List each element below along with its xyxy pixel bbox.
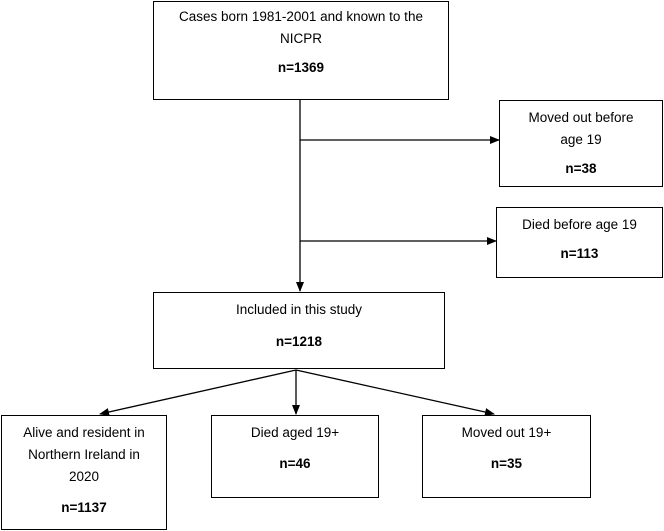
box-moved-out-19-plus: Moved out 19+ n=35 <box>422 415 591 498</box>
box-moved-out-before-19-line1: Moved out before <box>528 110 634 125</box>
box-moved-out-before-19-line2: age 19 <box>560 132 602 147</box>
box-alive-resident-count: n=1137 <box>61 500 107 515</box>
box-cases-born-line1: Cases born 1981-2001 and known to the <box>179 9 423 24</box>
box-moved-out-before-19-count: n=38 <box>565 161 597 176</box>
box-died-before-19-line1: Died before age 19 <box>522 217 637 232</box>
box-alive-resident-line3: 2020 <box>68 469 100 484</box>
arrow-to-moved-19 <box>295 369 495 416</box>
box-moved-out-19-plus-line1: Moved out 19+ <box>461 425 552 440</box>
box-died-19-plus-line1: Died aged 19+ <box>250 425 340 440</box>
box-alive-resident-line2: Northern Ireland in <box>28 447 140 462</box>
box-included: Included in this study n=1218 <box>153 292 445 369</box>
arrow-to-alive <box>99 369 297 416</box>
box-moved-out-19-plus-count: n=35 <box>490 456 523 471</box>
box-died-19-plus: Died aged 19+ n=46 <box>211 415 379 498</box>
box-cases-born-line2: NICPR <box>279 31 322 46</box>
box-moved-out-before-19: Moved out before age 19 n=38 <box>499 100 663 187</box>
box-alive-resident-line1: Alive and resident in <box>23 425 145 440</box>
box-included-line1: Included in this study <box>235 302 363 317</box>
box-died-before-19: Died before age 19 n=113 <box>496 207 663 278</box>
box-cases-born: Cases born 1981-2001 and known to the NI… <box>153 1 449 100</box>
box-died-before-19-count: n=113 <box>560 246 599 261</box>
box-died-19-plus-count: n=46 <box>279 456 311 471</box>
box-cases-born-count: n=1369 <box>277 60 325 75</box>
box-alive-resident: Alive and resident in Northern Ireland i… <box>1 415 167 530</box>
box-included-count: n=1218 <box>275 334 323 349</box>
